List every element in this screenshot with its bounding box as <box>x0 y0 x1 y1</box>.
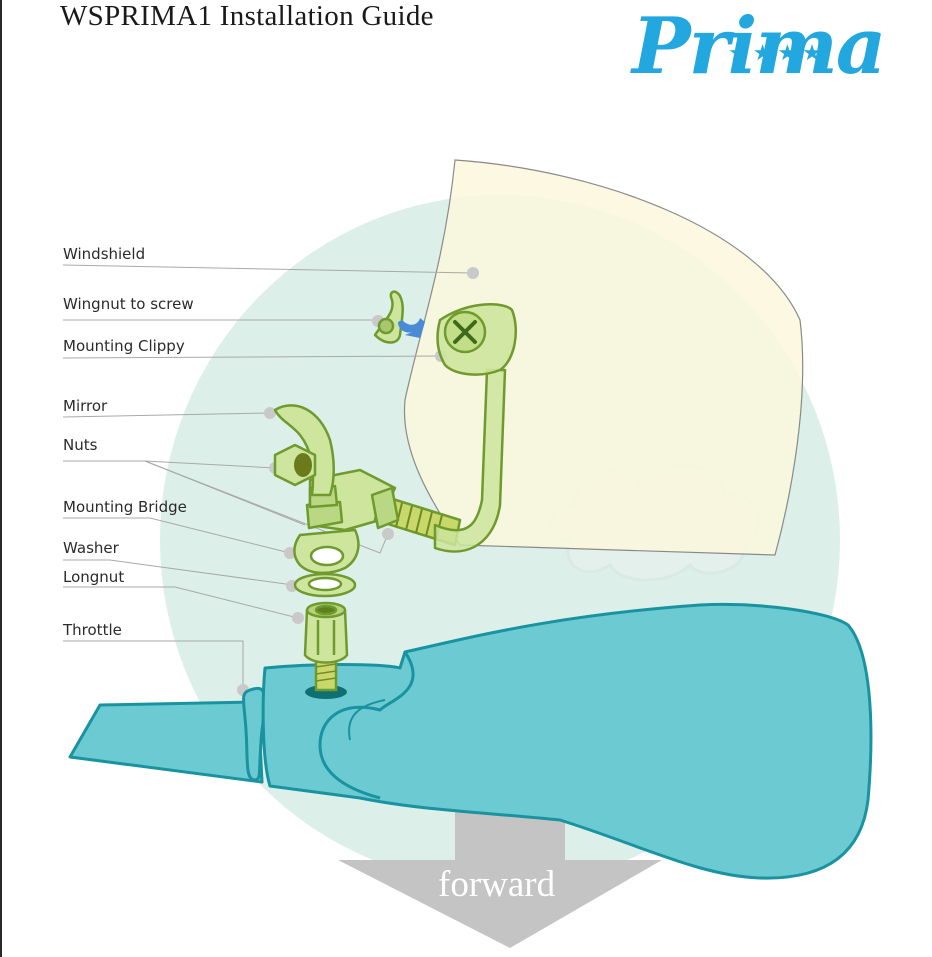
screw-direction-arrow <box>398 318 425 338</box>
forward-label: forward <box>438 864 556 905</box>
callout-mounting-bridge: Mounting Bridge <box>63 498 187 516</box>
prima-logo: Prima ★★★★ <box>620 0 886 120</box>
callout-throttle: Throttle <box>63 621 122 639</box>
page-title: WSPRIMA1 Installation Guide <box>60 0 434 32</box>
callout-wingnut: Wingnut to screw <box>63 295 194 313</box>
callout-mirror: Mirror <box>63 397 108 415</box>
forward-arrow <box>338 790 662 948</box>
callout-washer: Washer <box>63 539 119 557</box>
windshield-shape <box>403 159 804 556</box>
callout-windshield: Windshield <box>63 245 146 263</box>
callout-nuts: Nuts <box>63 436 98 454</box>
prima-logo-stars: ★★★★ <box>728 40 827 65</box>
page-left-rule <box>0 0 2 957</box>
throttle-assembly <box>68 603 873 880</box>
leader-lines <box>62 264 473 690</box>
callout-mounting-clippy: Mounting Clippy <box>63 337 185 355</box>
callout-longnut: Longnut <box>63 568 125 586</box>
prima-logo-wordmark: Prima <box>632 1 886 92</box>
mounting-hardware <box>273 290 518 692</box>
